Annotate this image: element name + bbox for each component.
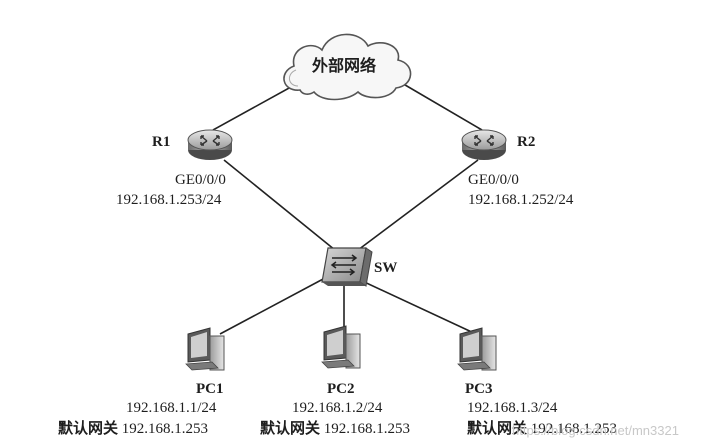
- link-cloud-r1: [212, 81, 301, 131]
- r2-ip: 192.168.1.252/24: [468, 192, 574, 208]
- pc3-name: PC3: [465, 381, 493, 397]
- pc3-icon: [457, 327, 497, 371]
- pc1-ip: 192.168.1.1/24: [126, 400, 217, 416]
- watermark: https://blog.csdn.net/mn3321: [512, 423, 679, 438]
- r1-port: GE0/0/0: [175, 172, 226, 188]
- pc2-gateway: 默认网关 192.168.1.253: [260, 420, 410, 438]
- link-r2-sw: [357, 159, 479, 251]
- switch-sw-icon: [321, 247, 373, 287]
- pc2-ip: 192.168.1.2/24: [292, 400, 383, 416]
- r1-name: R1: [152, 134, 171, 150]
- pc2-gateway-ip: 192.168.1.253: [323, 421, 411, 437]
- pc3-gateway-ip: 192.168.1.253: [530, 421, 618, 437]
- link-r1-sw: [223, 159, 336, 251]
- r2-name: R2: [517, 134, 536, 150]
- cloud-label: 外部网络: [312, 56, 377, 75]
- link-cloud-r2: [399, 81, 483, 131]
- sw-name: SW: [374, 260, 398, 276]
- cloud-icon: [283, 33, 412, 101]
- link-sw-pc1: [219, 277, 326, 335]
- router-r2-icon: [461, 129, 507, 160]
- pc1-gateway: 默认网关 192.168.1.253: [58, 420, 208, 438]
- pc3-gateway-label: 默认网关: [467, 419, 528, 437]
- pc1-gateway-label: 默认网关: [58, 419, 119, 437]
- r1-ip: 192.168.1.253/24: [116, 192, 222, 208]
- r2-port: GE0/0/0: [468, 172, 519, 188]
- links: [212, 81, 483, 335]
- pc3-ip: 192.168.1.3/24: [467, 400, 558, 416]
- pc1-gateway-ip: 192.168.1.253: [121, 421, 209, 437]
- link-sw-pc3: [359, 279, 477, 335]
- pc2-gateway-label: 默认网关: [260, 419, 321, 437]
- router-r1-icon: [187, 129, 233, 160]
- pc2-icon: [321, 325, 361, 369]
- pc1-name: PC1: [196, 381, 224, 397]
- pc2-name: PC2: [327, 381, 355, 397]
- pc3-gateway: 默认网关 192.168.1.253: [467, 420, 617, 438]
- pc1-icon: [185, 327, 225, 371]
